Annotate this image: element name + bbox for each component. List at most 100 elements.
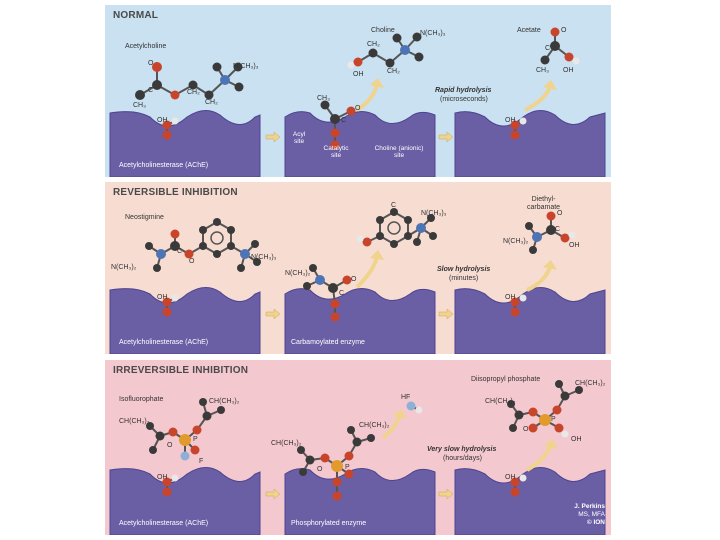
artist-credit: J. Perkins MS, MFA © ION [553,503,605,527]
product-arrow [393,409,407,419]
acetylcholine-label: Acetylcholine [125,43,166,51]
neostigmine-label: Neostigmine [125,214,164,222]
product-arrow [527,267,550,290]
rate-title: Rapid hydrolysis [435,87,491,95]
isopropyl-label: CH(CH₃)₂ [209,398,239,406]
product-arrow [544,439,558,449]
ch2-label: CH₂ [187,89,200,97]
step-arrow [266,309,280,319]
nch3-label: N(CH₃)₃ [251,254,277,262]
rate-subtitle: (microseconds) [440,96,488,104]
step-arrow [439,489,453,499]
nch3-label: N(CH₃)₃ [420,30,446,38]
neostigmine-molecule [145,218,261,272]
product-arrow [525,87,550,110]
step-arrow [266,489,280,499]
ch3-label: CH₃ [536,67,549,75]
acyl-site-label: Acyl site [287,131,311,145]
rate-title: Slow hydrolysis [437,266,490,274]
isopropyl-label: CH(CH₃)₂ [485,398,515,406]
c-label: C [391,202,396,210]
o-label: O [355,105,360,113]
nch3-label: N(CH₃)₃ [421,210,447,218]
c-label: C [341,117,346,125]
oh-label: OH [505,294,516,302]
product-name: Diethyl-carbamate [527,196,560,212]
catalytic-site-label: Catalytic site [321,145,351,159]
isofluorophate-molecule [146,398,225,461]
product-name: Choline [371,27,395,35]
product-name: Diisopropyl phosphate [471,376,540,384]
product-arrow [370,78,384,88]
product-arrow [543,80,557,90]
choline-site-label: Choline (anionic) site [371,145,427,159]
irreversible-diagram [105,360,611,535]
p-label: P [551,416,556,424]
oh-label: OH [505,474,516,482]
oh-label: OH [563,67,574,75]
p-label: P [193,436,198,444]
ch2-label: CH₂ [387,68,400,76]
enzyme-label: Acetylcholinesterase (AChE) [119,520,208,527]
enzyme-label: Acetylcholinesterase (AChE) [119,339,208,346]
enzyme-label: Acetylcholinesterase (AChE) [119,162,208,169]
ch3-label: CH₃ [133,102,146,110]
o-label: O [167,442,172,450]
c-label: C [545,45,550,53]
f-label: F [199,458,203,466]
nch3-label: N(CH₃)₂ [285,270,310,278]
step-arrow [266,132,280,142]
product-name: Acetate [517,27,541,35]
product-arrow [370,250,384,260]
rate-subtitle: (hours/days) [443,455,482,463]
oh-label: OH [157,117,168,125]
isopropyl-label: CH(CH₃)₂ [359,422,389,430]
oh-label: OH [569,242,580,250]
choline-molecule [348,33,424,69]
c-label: C [555,226,560,234]
p-label: P [345,464,350,472]
ch2-label: CH₂ [367,41,380,49]
o-label: O [523,426,528,434]
diisopropyl-phosphate-molecule [507,380,583,438]
product-arrow [357,257,377,287]
nch3-label: N(CH₃)₂ [503,238,528,246]
step-arrow [439,132,453,142]
isofluorophate-label: Isofluorophate [119,396,163,404]
oh-label: OH [157,294,168,302]
isopropyl-label: CH(CH₃)₂ [271,440,301,448]
enzyme-label: Phosphorylated enzyme [291,520,366,527]
o-label: O [351,276,356,284]
nch3-label: N(CH₃)₂ [111,264,136,272]
oh-label: OH [157,474,168,482]
enzyme-surface [455,287,605,354]
o-label: O [317,466,322,474]
isopropyl-label: CH(CH₃)₂ [575,380,605,388]
reversible-panel: REVERSIBLE INHIBITION [105,182,611,354]
product-arrow [543,260,557,270]
c-label: C [148,87,153,95]
hf-label: HF [401,394,410,402]
product-arrow [527,445,551,470]
o-label: O [148,60,153,68]
oh-label: OH [505,117,516,125]
oh-label: OH [353,71,364,79]
rate-subtitle: (minutes) [449,275,478,283]
c-label: C [177,248,182,256]
c-label: C [339,290,344,298]
ch3-label: CH₃ [317,95,330,103]
ch2-label: CH₂ [205,99,218,107]
enzyme-label: Carbamoylated enzyme [291,339,365,346]
o-label: O [189,258,194,266]
o-label: O [561,27,566,35]
hf-molecule [407,402,423,414]
oh-label: OH [571,436,582,444]
normal-panel: NORMAL [105,5,611,177]
step-arrow [439,309,453,319]
rate-title: Very slow hydrolysis [427,446,496,454]
nch3-label: N(CH₃)₃ [233,63,259,71]
irreversible-panel: IRREVERSIBLE INHIBITION [105,360,611,535]
carbamate-molecule [525,212,576,255]
enzyme-surface [455,110,605,177]
isopropyl-label: CH(CH₃)₂ [119,418,149,426]
